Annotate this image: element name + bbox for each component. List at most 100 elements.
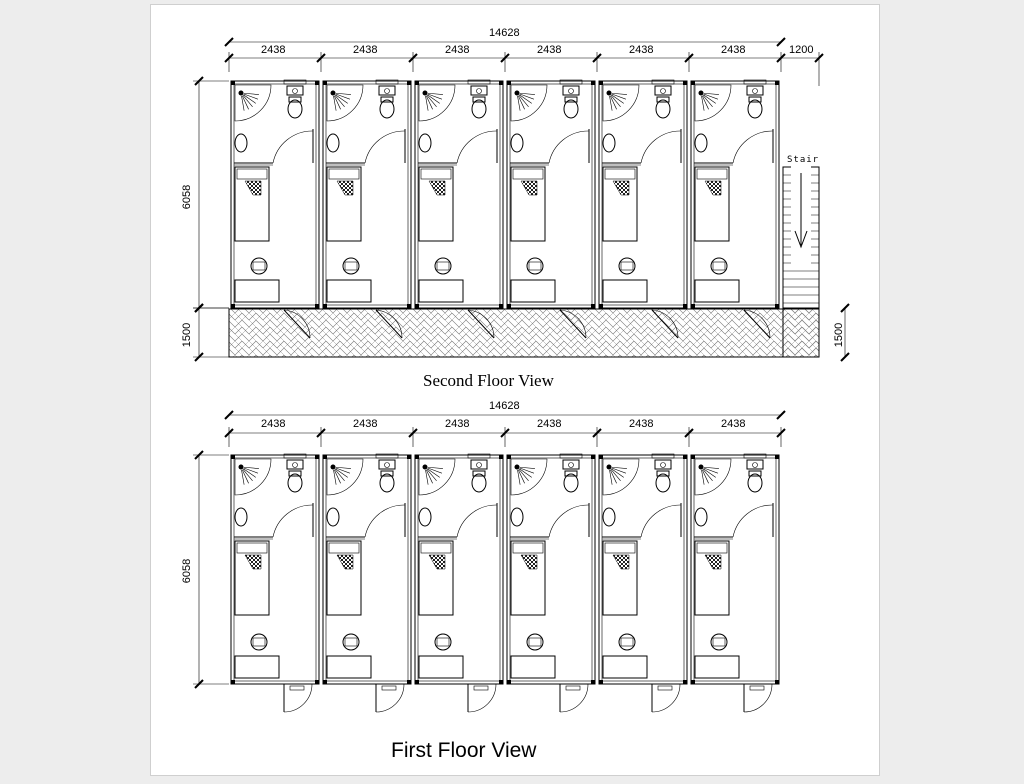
sink-icon	[654, 85, 672, 96]
corner-post	[683, 680, 687, 684]
second-floor-unit-width-5: 2438	[629, 44, 654, 56]
pillow-icon	[328, 542, 360, 554]
shower-tray	[326, 458, 364, 496]
sink-icon	[562, 459, 580, 470]
entry-door-swing	[375, 309, 403, 339]
sink-drain-icon	[292, 88, 298, 94]
bed-icon	[418, 540, 454, 616]
corner-post	[323, 81, 327, 85]
window-mark	[559, 453, 583, 459]
unit-inner-wall	[509, 83, 593, 306]
sink-icon	[378, 85, 396, 96]
chair-icon	[250, 257, 268, 275]
chair-seat-icon	[436, 261, 450, 271]
first-floor-unit-width-1: 2438	[261, 418, 286, 430]
shower-spray-line	[427, 92, 443, 95]
bathroom-door-swing	[640, 130, 682, 164]
toilet-bowl-icon	[287, 473, 303, 493]
window-mark	[651, 79, 675, 85]
shower-spray-line	[609, 95, 613, 111]
shower-spray-line	[335, 93, 351, 100]
bathroom-door-swing	[732, 130, 774, 164]
unit-inner-wall	[693, 83, 777, 306]
corner-post	[507, 304, 511, 308]
pillow-icon	[604, 168, 636, 180]
corner-post	[599, 455, 603, 459]
corner-post	[691, 81, 695, 85]
shower-spray-line	[609, 469, 613, 485]
washbasin-icon	[418, 507, 432, 527]
sink-drain-icon	[568, 462, 574, 468]
door-tag	[289, 685, 305, 691]
blanket-icon	[520, 180, 538, 196]
shower-spray-line	[701, 469, 709, 484]
first-floor-unit-width-2: 2438	[353, 418, 378, 430]
shower-spray-line	[611, 92, 627, 95]
shower-head-icon	[514, 90, 520, 96]
first-floor-overall-width: 14628	[489, 400, 520, 412]
desk-icon	[418, 279, 464, 303]
toilet-bowl-icon	[379, 473, 395, 493]
corridor-walkway	[228, 308, 820, 358]
washbasin-icon	[510, 507, 524, 527]
entry-door-leaf	[559, 309, 587, 339]
unit-outer-wall	[506, 80, 596, 309]
toilet-tank-icon	[564, 96, 578, 103]
window-mark	[283, 79, 307, 85]
bed-icon	[234, 166, 270, 242]
toilet-tank-icon	[288, 470, 302, 477]
entry-door-swing	[743, 309, 771, 339]
toilet-tank-icon	[472, 96, 486, 103]
chair-seat-icon	[528, 261, 542, 271]
chair-seat-icon	[712, 261, 726, 271]
shower-spray-line	[243, 468, 256, 478]
chair-seat-icon	[620, 261, 634, 271]
bed-icon	[602, 540, 638, 616]
sink-drain-icon	[476, 462, 482, 468]
shower-spray-line	[425, 95, 429, 111]
blanket-icon	[520, 554, 538, 570]
pillow-icon	[236, 542, 268, 554]
sink-icon	[654, 459, 672, 470]
shower-spray-line	[703, 92, 719, 95]
chair-icon	[618, 633, 636, 651]
sink-icon	[378, 459, 396, 470]
second-floor-corridor-depth-right: 1500	[833, 322, 846, 348]
corner-post	[499, 455, 503, 459]
shower-head-icon	[606, 464, 612, 470]
corner-post	[599, 81, 603, 85]
shower-spray-line	[427, 468, 440, 478]
blanket-icon	[244, 180, 262, 196]
sink-icon	[746, 85, 764, 96]
bed-icon	[326, 166, 362, 242]
entry-door-swing	[651, 309, 679, 339]
desk-icon	[510, 279, 556, 303]
shower-head-icon	[606, 90, 612, 96]
sink-drain-icon	[384, 88, 390, 94]
unit-outer-wall	[414, 80, 504, 309]
window-mark	[467, 79, 491, 85]
toilet-bowl-icon	[563, 473, 579, 493]
chair-icon	[434, 633, 452, 651]
sink-icon	[470, 85, 488, 96]
bathroom-door-swing	[272, 130, 314, 164]
sink-drain-icon	[752, 88, 758, 94]
chair-seat-icon	[436, 637, 450, 647]
corner-post	[591, 304, 595, 308]
window-mark	[743, 453, 767, 459]
shower-head-icon	[330, 464, 336, 470]
desk-icon	[510, 655, 556, 679]
shower-spray-line	[426, 95, 437, 107]
door-tag	[749, 685, 765, 691]
unit-inner-wall	[417, 457, 501, 682]
unit-outer-wall	[322, 80, 412, 309]
shower-spray-line	[427, 466, 443, 469]
shower-spray-line	[425, 469, 429, 485]
shower-spray-line	[519, 93, 535, 100]
floor-plan-drawing	[193, 37, 850, 713]
shower-spray-line	[610, 469, 621, 481]
shower-spray-line	[518, 469, 529, 481]
toilet-tank-icon	[656, 470, 670, 477]
chair-seat-icon	[528, 637, 542, 647]
toilet-tank-icon	[380, 470, 394, 477]
